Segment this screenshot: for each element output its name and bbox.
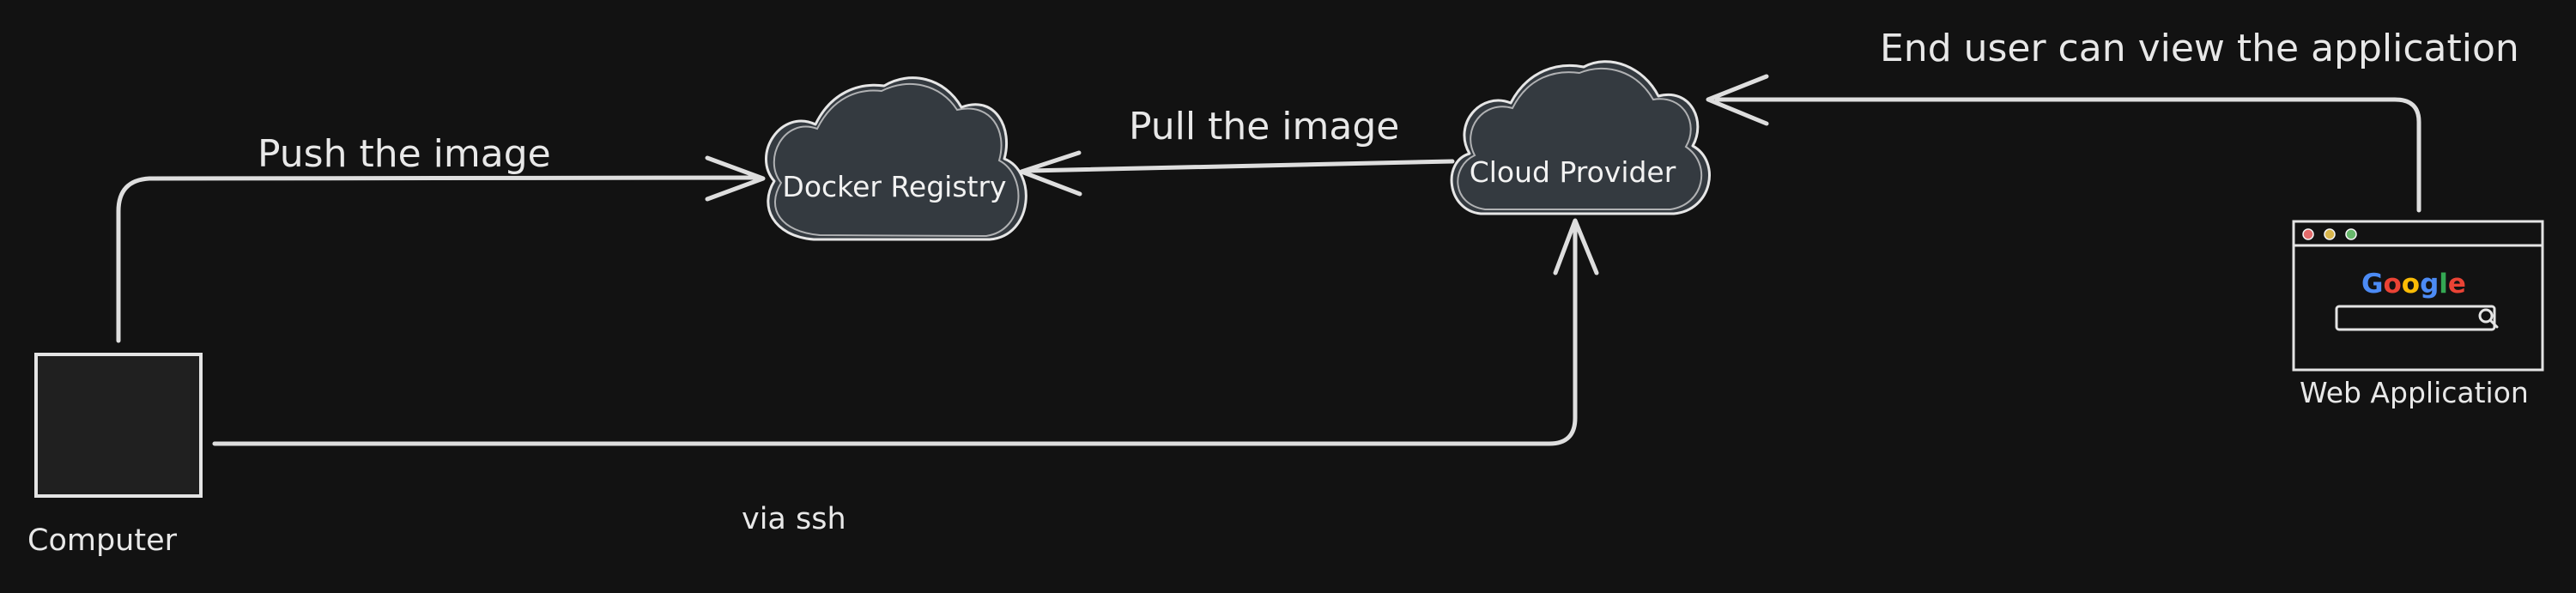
- push-image-arrowhead: [705, 155, 766, 202]
- browser-green-dot: [2345, 228, 2357, 240]
- pull-image-connector: [1026, 159, 1455, 173]
- docker-registry-cloud-shape: [765, 76, 1027, 241]
- computer-label: Computer: [27, 523, 178, 558]
- end-user-label: End user can view the application: [1880, 27, 2519, 70]
- docker-registry-node: Docker Registry: [765, 76, 1027, 241]
- docker-registry-cloud-sketch: [773, 82, 1020, 238]
- cloud-provider-node: Cloud Provider: [1450, 60, 1711, 215]
- push-image-connector: [116, 175, 758, 343]
- browser-yellow-dot: [2324, 228, 2336, 240]
- end-user-connector: [1714, 97, 2421, 213]
- search-icon: [2478, 308, 2494, 324]
- cloud-provider-cloud-shape: [1450, 60, 1711, 215]
- ssh-arrowhead: [1553, 218, 1599, 275]
- browser-search-bar: [2335, 305, 2496, 331]
- pull-image-arrowhead: [1019, 150, 1082, 197]
- via-ssh-label: via ssh: [742, 502, 846, 536]
- web-application-node: Google Web Application: [2292, 220, 2544, 409]
- pull-label: Pull the image: [1129, 105, 1399, 148]
- web-application-label: Web Application: [2300, 376, 2529, 409]
- computer-node: Computer: [27, 353, 203, 558]
- end-user-arrowhead: [1706, 74, 1769, 126]
- google-logo: Google: [2361, 269, 2466, 300]
- docker-registry-label: Docker Registry: [782, 170, 1006, 203]
- computer-box: [34, 353, 203, 498]
- cloud-provider-label: Cloud Provider: [1470, 155, 1676, 189]
- search-icon-handle: [2489, 319, 2499, 329]
- push-label: Push the image: [258, 132, 551, 176]
- cloud-provider-cloud-sketch: [1457, 67, 1703, 210]
- ssh-connector: [212, 226, 1578, 446]
- browser-red-dot: [2302, 228, 2314, 240]
